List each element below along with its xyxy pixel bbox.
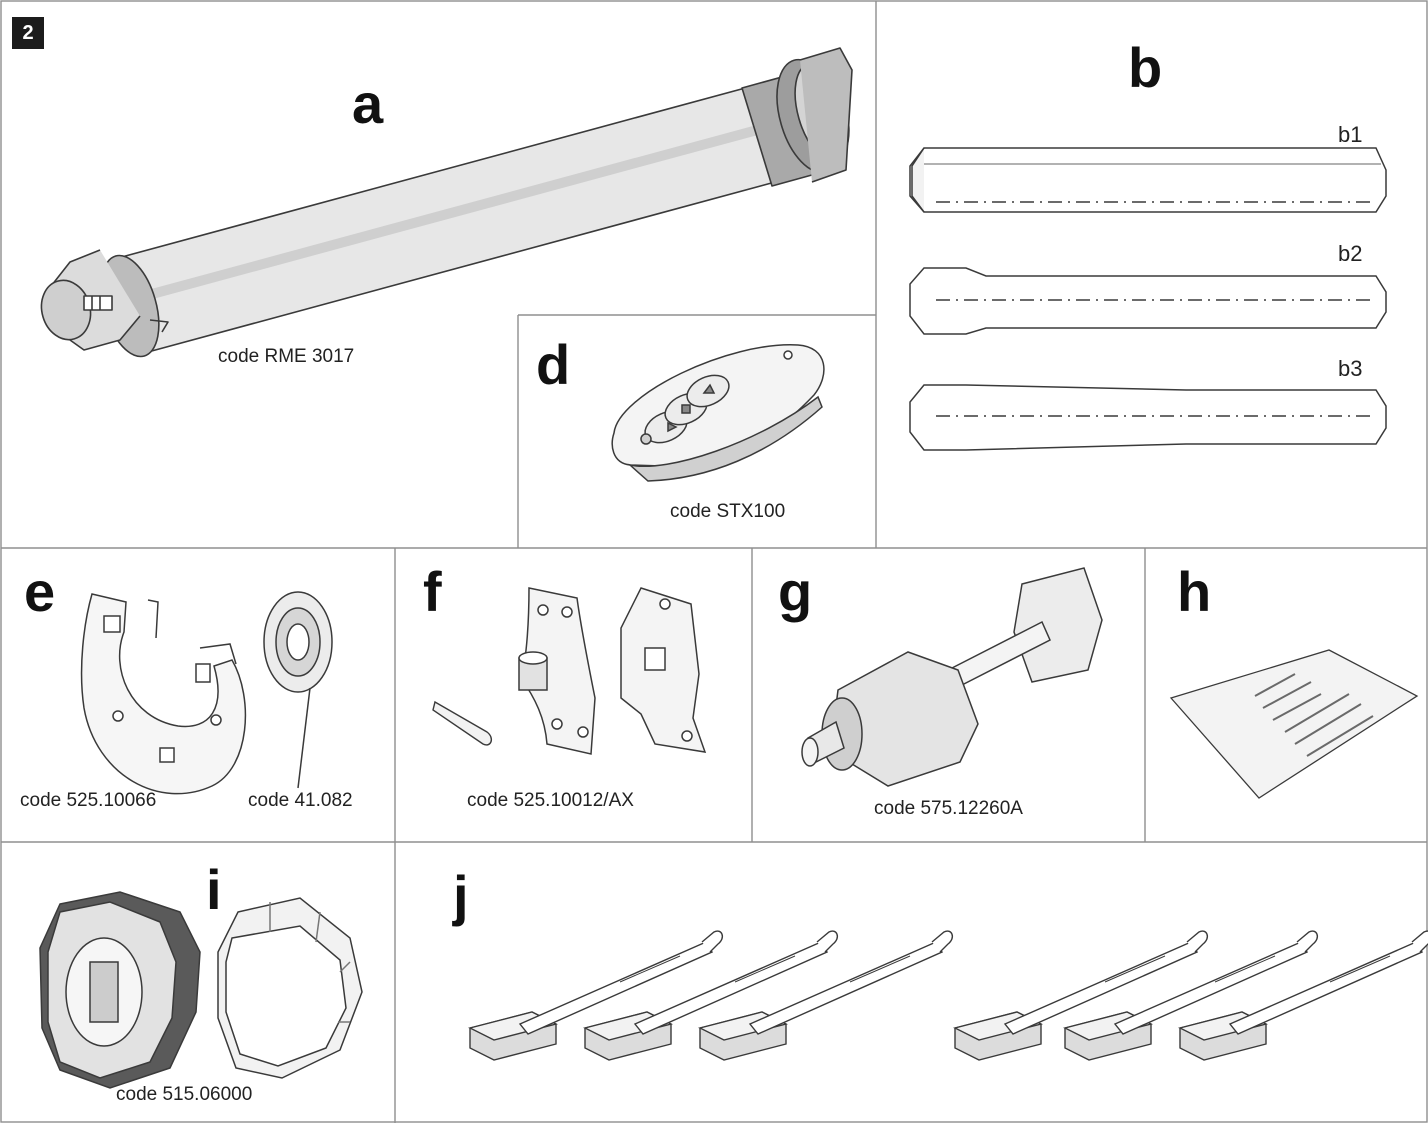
support-bracket-icon (80, 593, 247, 795)
strap-hanger-icon (469, 930, 1428, 1061)
drive-wheel-icon (39, 891, 201, 1089)
wall-bracket-icon (518, 587, 596, 755)
panel-f-code: code 525.10012/AX (467, 790, 634, 811)
split-pin-icon (432, 700, 493, 746)
square-plate-bracket-icon (620, 587, 707, 753)
panel-b: b b1 b2 b3 (876, 0, 1428, 548)
shaft-label-b1: b1 (1338, 122, 1363, 147)
panel-h: h (1145, 548, 1428, 842)
octagonal-shaft-icon (909, 147, 1387, 451)
panel-e-code-1: code 525.10066 (20, 790, 157, 811)
panel-f-letter: f (423, 560, 442, 623)
panel-i-code: code 515.06000 (116, 1084, 253, 1105)
panel-b-letter: b (1128, 36, 1163, 99)
remote-control-icon (611, 344, 825, 482)
end-cap-adapter-icon (801, 567, 1103, 787)
panel-i-letter: i (206, 858, 222, 921)
shaft-label-b3: b3 (1338, 356, 1363, 381)
crown-adapter-icon (217, 897, 363, 1079)
ring-washer-icon (263, 591, 333, 789)
panel-j-letter: j (453, 864, 469, 927)
panel-h-letter: h (1177, 560, 1212, 623)
panel-e-code-2: code 41.082 (248, 790, 353, 811)
panel-d-letter: d (536, 333, 571, 396)
panel-i: i code 515.06000 (0, 842, 395, 1123)
tubular-motor-icon (40, 47, 853, 358)
screw-bag-icon (1169, 649, 1419, 799)
panel-e-letter: e (24, 560, 56, 623)
panel-f: f code 525.10012 (395, 548, 752, 842)
shaft-label-b2: b2 (1338, 241, 1363, 266)
panel-d-code: code STX100 (670, 501, 786, 522)
panel-g-code: code 575.12260A (874, 798, 1023, 819)
panel-a: a code RME 3017 (0, 0, 876, 548)
panel-e: e code 525.10066 code 41.082 (0, 548, 395, 842)
panel-a-code: code RME 3017 (218, 346, 355, 367)
panel-g: g code 575.12260A (752, 548, 1145, 842)
figure-number-badge: 2 (12, 17, 44, 49)
panel-j: j (395, 842, 1428, 1123)
panel-a-letter: a (352, 72, 384, 135)
panel-d: d code STX100 (518, 315, 876, 548)
panel-g-letter: g (778, 560, 813, 623)
